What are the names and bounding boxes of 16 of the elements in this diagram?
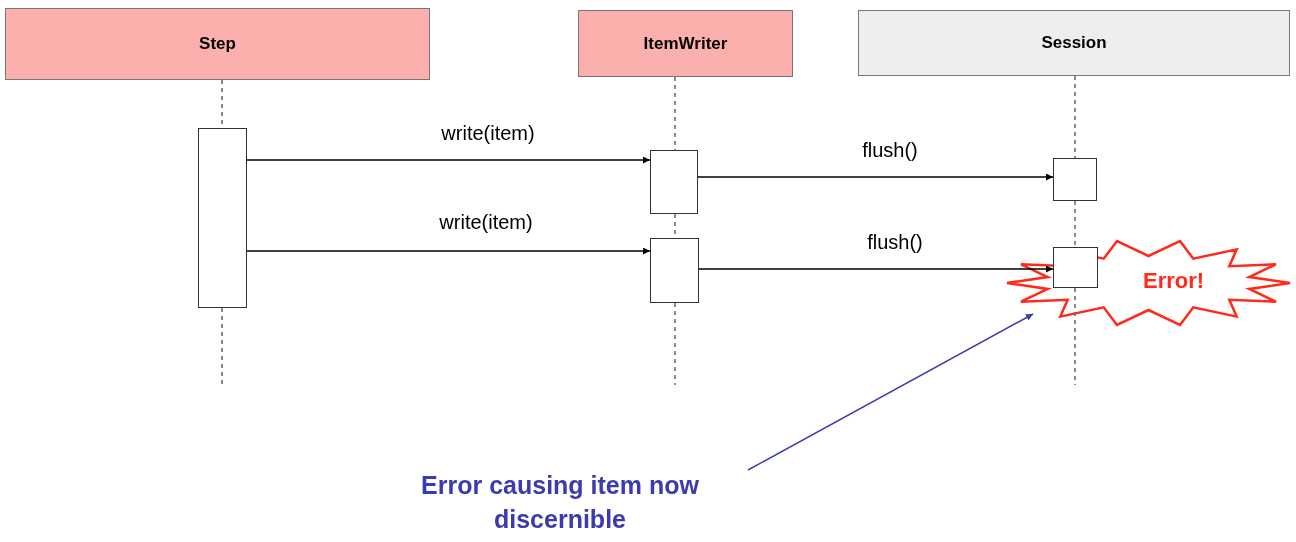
- leader-arrow: [697, 173, 1054, 181]
- leader-arrow: [246, 156, 651, 164]
- lifeline-header: ItemWriter: [578, 10, 793, 77]
- leader-arrow: [747, 313, 1034, 471]
- lifeline: [1074, 200, 1076, 248]
- annotation-text: Error causing item now discernible: [420, 470, 700, 535]
- lifeline-header: Session: [858, 10, 1290, 76]
- activation-box: [650, 150, 698, 214]
- leader-arrow: [246, 247, 651, 255]
- activation-box: [650, 238, 699, 303]
- activation-box: [1053, 158, 1097, 201]
- activation-box: [198, 128, 247, 308]
- leader-arrow: [698, 265, 1054, 273]
- lifeline: [1074, 75, 1076, 159]
- error-text: Error!: [1143, 268, 1205, 294]
- lifeline-header: Step: [5, 8, 430, 80]
